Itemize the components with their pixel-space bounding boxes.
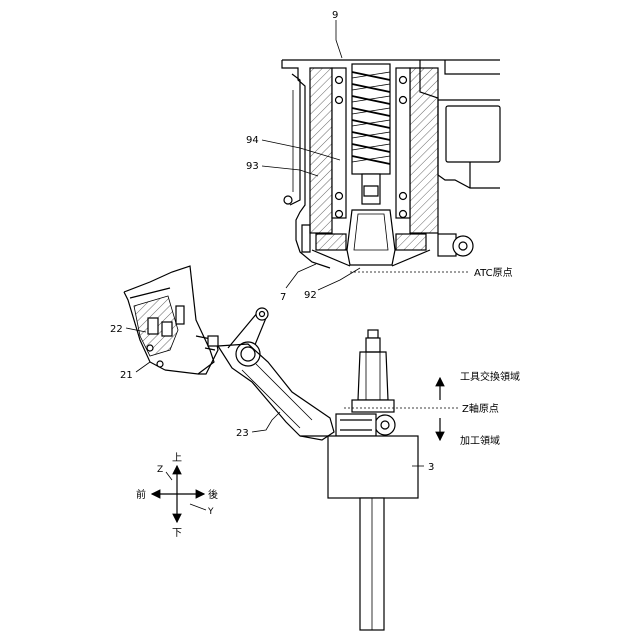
ref-94: 94: [246, 135, 259, 146]
axis-z-label: Z: [157, 465, 163, 475]
atc-origin-label: ATC原点: [474, 267, 513, 279]
ref-93: 93: [246, 161, 259, 172]
ref-21: 21: [120, 370, 133, 381]
tool-change-area-label: 工具交換領域: [460, 370, 520, 383]
ref-22: 22: [110, 324, 123, 335]
ref-3: 3: [428, 462, 434, 473]
axis-up-label: 上: [172, 452, 182, 464]
axis-back-label: 後: [208, 488, 218, 501]
spring-stack: [352, 64, 390, 174]
axis-y-label: Y: [207, 507, 214, 517]
axis-front-label: 前: [136, 488, 146, 501]
ref-9: 9: [332, 10, 338, 21]
spindle-head: [282, 60, 500, 268]
z-origin-label: Z軸原点: [462, 402, 499, 415]
tool-holder: [336, 330, 395, 436]
table: [328, 436, 418, 630]
ref-7: 7: [280, 292, 286, 303]
axis-down-label: 下: [172, 528, 182, 539]
spindle-wall-left: [310, 68, 332, 233]
spindle-wall-right: [410, 68, 438, 233]
tool-magazine: [124, 266, 218, 374]
changer-arm: [218, 308, 334, 440]
right-roller: [438, 234, 473, 256]
table-block: [328, 436, 418, 498]
ref-92: 92: [304, 290, 317, 301]
machining-area-label: 加工領域: [460, 434, 500, 447]
ref-23: 23: [236, 428, 249, 439]
